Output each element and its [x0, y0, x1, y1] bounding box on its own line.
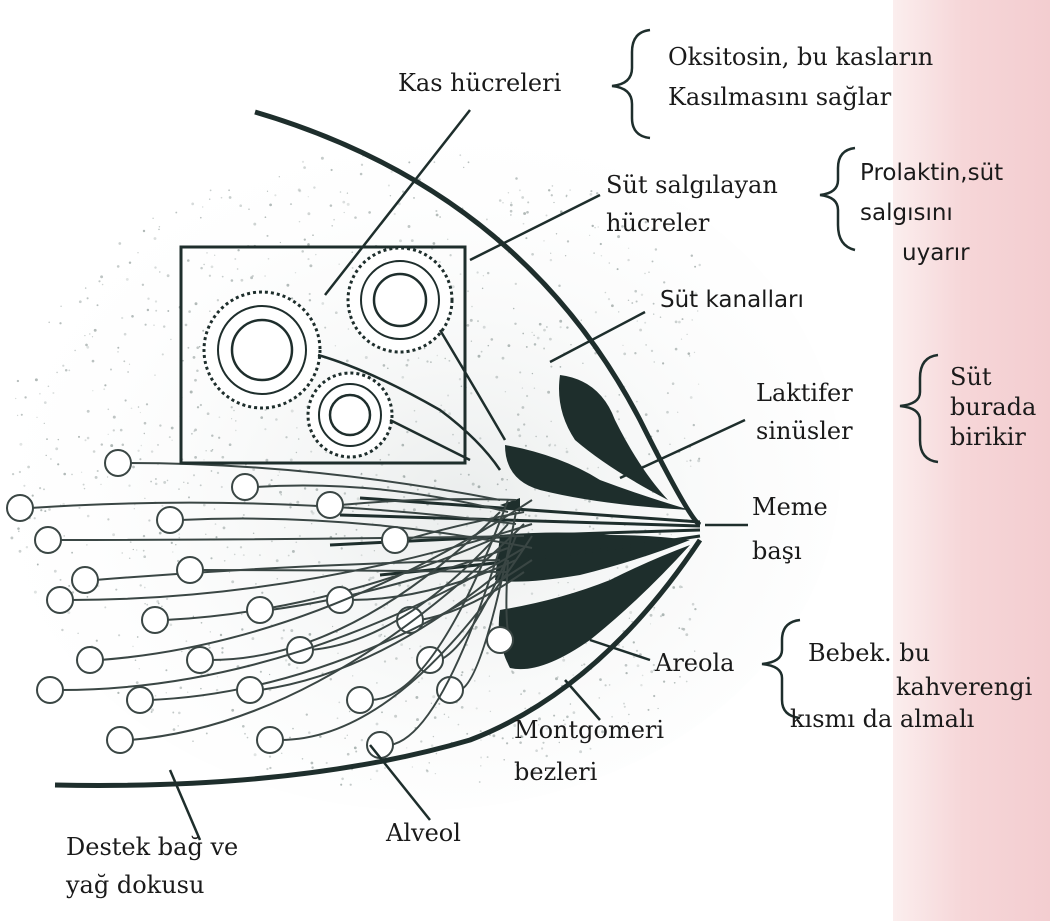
- label-oksitosin-line1: Oksitosin, bu kasların: [668, 42, 933, 73]
- label-meme-basi-line1: Meme: [752, 492, 828, 523]
- label-areola: Areola: [655, 648, 734, 679]
- label-montgomeri-line1: Montgomeri: [514, 715, 664, 746]
- label-bebek-line1: Bebek. bu: [808, 638, 930, 669]
- alveolus: [437, 677, 463, 703]
- alveolus: [127, 687, 153, 713]
- label-destek-line2: yağ dokusu: [66, 870, 204, 901]
- label-bebek-line2: kahverengi: [896, 672, 1032, 703]
- alveolus: [232, 474, 258, 500]
- alveolus: [142, 607, 168, 633]
- label-sut-salgilayan-line1: Süt salgılayan: [606, 170, 778, 201]
- alveolus: [157, 507, 183, 533]
- label-alveol: Alveol: [386, 818, 461, 849]
- label-sut-kanallari: Süt kanalları: [660, 285, 804, 316]
- label-sut-birikir-line1: Süt: [950, 362, 992, 393]
- label-prolaktin-line2: salgısını: [860, 198, 953, 229]
- label-meme-basi-line2: başı: [752, 536, 802, 567]
- alveolus: [287, 637, 313, 663]
- label-destek-line1: Destek bağ ve: [66, 832, 238, 863]
- alveolus: [7, 495, 33, 521]
- alveolus: [177, 557, 203, 583]
- alveolus: [105, 450, 131, 476]
- label-laktifer-line2: sinüsler: [756, 416, 853, 447]
- alveolus: [72, 567, 98, 593]
- alveolus: [382, 527, 408, 553]
- label-bebek-line3: kısmı da almalı: [790, 704, 974, 735]
- alveolus: [35, 527, 61, 553]
- label-laktifer-line1: Laktifer: [756, 378, 853, 409]
- alveolus: [37, 677, 63, 703]
- alveolus: [237, 677, 263, 703]
- label-sut-birikir-line2: burada: [950, 392, 1036, 423]
- label-sut-salgilayan-line2: hücreler: [606, 208, 709, 239]
- label-sut-birikir-line3: birikir: [950, 422, 1026, 453]
- alveolus: [187, 647, 213, 673]
- alveolus: [77, 647, 103, 673]
- alveolus: [347, 687, 373, 713]
- label-prolaktin-line3: uyarır: [902, 238, 970, 269]
- alveolus: [247, 597, 273, 623]
- alveolus: [47, 587, 73, 613]
- alveolus: [317, 492, 343, 518]
- label-montgomeri-line2: bezleri: [514, 757, 597, 788]
- label-kas-hucreleri: Kas hücreleri: [398, 68, 561, 99]
- alveolus: [327, 587, 353, 613]
- alveolus: [257, 727, 283, 753]
- alveolus: [487, 627, 513, 653]
- alveolus: [107, 727, 133, 753]
- label-oksitosin-line2: Kasılmasını sağlar: [668, 82, 891, 113]
- label-prolaktin-line1: Prolaktin,süt: [860, 158, 1003, 189]
